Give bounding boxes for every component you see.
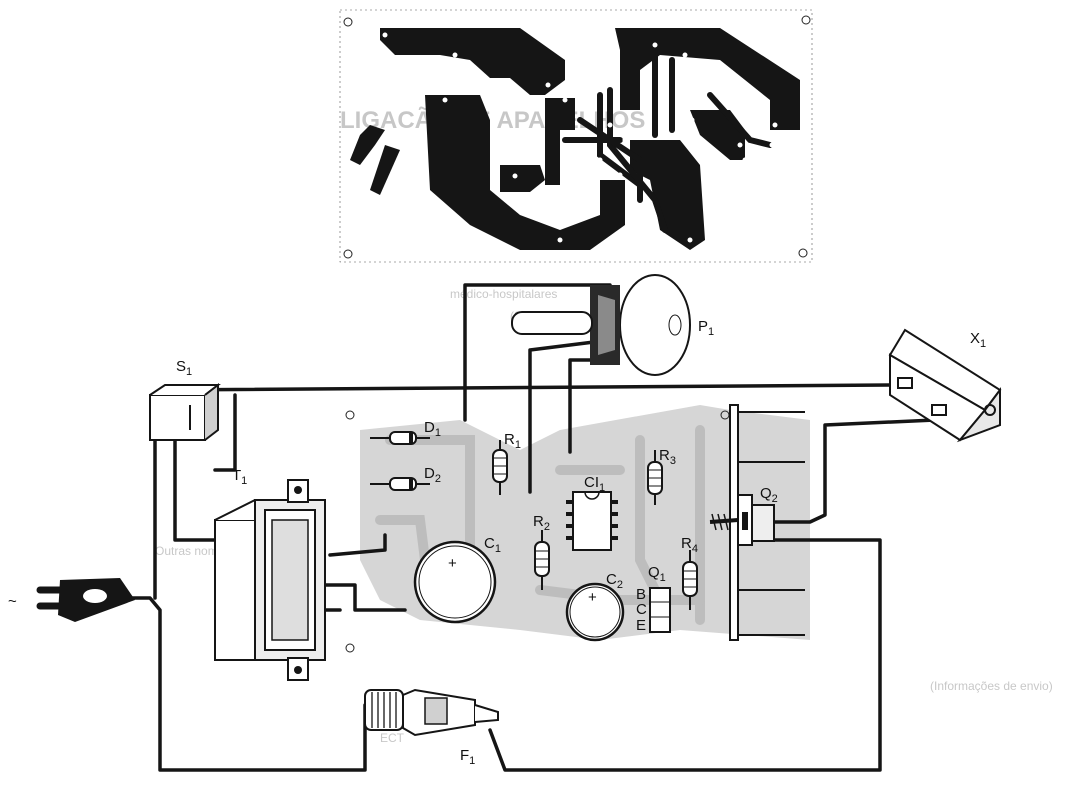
label-x1: X1 <box>970 330 986 350</box>
label-r2: R2 <box>533 513 550 533</box>
label-c2: C2 <box>606 571 623 591</box>
label-s1: S1 <box>176 358 192 378</box>
label-d2: D2 <box>424 465 441 485</box>
fuse-holder-f1 <box>364 688 499 737</box>
bleed-line-5: ECT <box>380 731 405 745</box>
c2-polarity-mark: + <box>588 589 597 606</box>
label-c1: C1 <box>484 535 501 555</box>
label-ac: ~ <box>8 593 17 610</box>
resistor-r3 <box>647 450 663 505</box>
transformer-t1 <box>214 479 326 681</box>
component-labels: S1 T1 D1 D2 R1 R2 R3 R4 CI1 C1 C2 Q1 Q2 … <box>8 318 986 767</box>
label-pin-c: C <box>636 601 647 618</box>
potentiometer-p1 <box>511 274 691 376</box>
resistor-r4 <box>682 550 698 610</box>
bleed-line-1: médico-hospitalares <box>450 287 557 301</box>
label-r3: R3 <box>659 447 676 467</box>
label-p1: P1 <box>698 318 714 338</box>
label-pin-b: B <box>636 586 646 603</box>
capacitor-c1: + <box>413 540 497 624</box>
label-r4: R4 <box>681 535 698 555</box>
resistor-r1 <box>492 440 508 495</box>
label-q1: Q1 <box>648 564 666 584</box>
diode-d1 <box>370 431 430 445</box>
pcb-copper-layout <box>339 9 813 263</box>
ic-ci1 <box>566 491 618 551</box>
label-t1: T1 <box>232 467 247 487</box>
switch-s1 <box>149 382 221 441</box>
transistor-q1 <box>649 587 671 633</box>
diode-d2 <box>370 477 430 491</box>
resistor-r2 <box>534 530 550 590</box>
label-pin-e: E <box>636 617 646 634</box>
capacitor-c2: + <box>565 582 625 642</box>
transistor-q2-heatsink <box>709 404 805 641</box>
label-f1: F1 <box>460 747 475 767</box>
c1-polarity-mark: + <box>448 555 457 572</box>
connector-x1 <box>888 328 1002 443</box>
label-r1: R1 <box>504 431 521 451</box>
label-ci1: CI1 <box>584 474 605 494</box>
label-q2: Q2 <box>760 485 778 505</box>
ac-plug <box>36 578 135 622</box>
bleed-line-4: (Informações de envio) <box>930 679 1053 693</box>
label-d1: D1 <box>424 419 441 439</box>
